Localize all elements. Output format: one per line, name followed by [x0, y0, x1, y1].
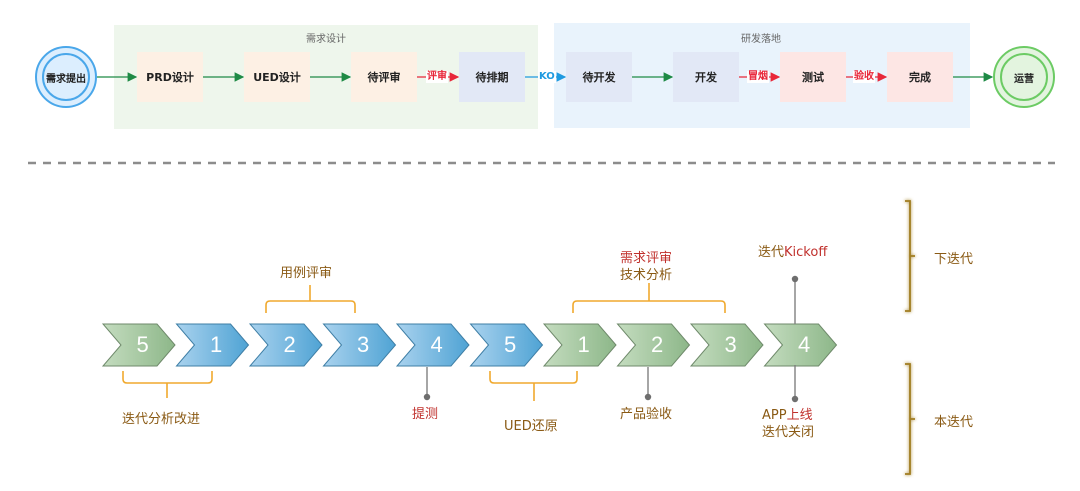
node-label: 待排期: [475, 71, 509, 84]
timeline-step-number: 5: [136, 332, 149, 357]
start-node-label: 需求提出: [46, 73, 86, 85]
timeline-step-chevron: [469, 323, 544, 367]
node-label: 待评审: [367, 71, 401, 84]
label-kickoff-prefix: 迭代: [758, 245, 785, 260]
bracket-case-review: [265, 285, 356, 313]
node-label: 完成: [909, 71, 931, 84]
timeline-step-chevron: [395, 323, 470, 367]
label-submit-test: 提测: [412, 407, 439, 422]
label-app-launch: APP上线: [762, 404, 813, 423]
label-tech-analysis: 技术分析: [620, 268, 673, 283]
pin-dot-kickoff: [791, 275, 799, 283]
label-product-accept: 产品验收: [620, 407, 673, 422]
bracket-current-iteration: [905, 363, 915, 475]
group-design-title: 需求设计: [306, 34, 346, 45]
label-kickoff-suffix: Kickoff: [784, 245, 828, 260]
node-label: PRD设计: [146, 71, 194, 84]
timeline-step-number: 1: [577, 332, 590, 357]
node-pending-schedule[interactable]: 待排期: [459, 52, 525, 102]
node-label: 待开发: [582, 71, 616, 84]
timeline-step-chevron: [101, 323, 176, 367]
label-req-review: 需求评审: [620, 251, 673, 266]
node-ued-design[interactable]: UED设计: [244, 52, 310, 102]
pin-dot-product-accept: [644, 393, 652, 401]
label-iteration-close: 迭代关闭: [762, 425, 815, 440]
node-label: 测试: [802, 71, 824, 84]
label-kickoff: 迭代Kickoff: [758, 241, 827, 260]
timeline-step-chevron: [322, 323, 397, 367]
timeline-step-number: 1: [209, 332, 223, 357]
node-done[interactable]: 完成: [887, 52, 953, 102]
pin-dot-app-launch: [791, 395, 799, 403]
timeline-step-chevron: [248, 323, 323, 367]
label-app-prefix: APP: [762, 408, 787, 423]
node-label: 开发: [695, 71, 717, 84]
label-current-iteration: 本迭代: [934, 415, 974, 430]
label-app-suffix: 上线: [786, 408, 813, 423]
edge-label-accept: 验收: [853, 71, 875, 83]
label-next-iteration: 下迭代: [934, 252, 974, 267]
timeline-step-number: 3: [724, 332, 737, 357]
timeline-step-number: 2: [283, 332, 296, 357]
edge-label-review: 评审: [426, 71, 448, 83]
node-dev[interactable]: 开发: [673, 52, 739, 102]
node-pending-dev[interactable]: 待开发: [566, 52, 632, 102]
timeline-step-number: 3: [356, 332, 370, 357]
bracket-req-review: [572, 283, 726, 313]
node-label: UED设计: [253, 71, 301, 84]
timeline-step-chevron: [763, 323, 838, 367]
bracket-next-iteration: [905, 200, 915, 312]
end-node-label: 运营: [1014, 73, 1034, 85]
start-node[interactable]: 需求提出: [35, 46, 97, 108]
bracket-iteration-review: [122, 371, 213, 398]
bracket-ued-restore: [489, 371, 578, 401]
timeline-step-number: 5: [503, 332, 517, 357]
pin-dot-submit-test: [423, 393, 431, 401]
timeline-step-chevron: [542, 323, 617, 367]
end-node[interactable]: 运营: [993, 46, 1055, 108]
label-case-review: 用例评审: [280, 266, 333, 281]
label-iteration-review: 迭代分析改进: [122, 412, 201, 427]
edge-label-ko: KO: [538, 71, 556, 83]
timeline-step-number: 4: [430, 332, 443, 357]
edge-label-smoke: 冒烟: [747, 71, 769, 83]
node-prd-design[interactable]: PRD设计: [137, 52, 203, 102]
timeline-step-number: 4: [797, 332, 811, 357]
timeline-step-chevron: [616, 323, 691, 367]
group-dev-title: 研发落地: [741, 34, 781, 45]
node-test[interactable]: 测试: [780, 52, 846, 102]
label-ued-restore: UED还原: [504, 419, 558, 434]
node-pending-review[interactable]: 待评审: [351, 52, 417, 102]
timeline-step-chevron: [689, 323, 764, 367]
timeline-step-chevron: [175, 323, 250, 367]
timeline-step-number: 2: [650, 332, 664, 357]
